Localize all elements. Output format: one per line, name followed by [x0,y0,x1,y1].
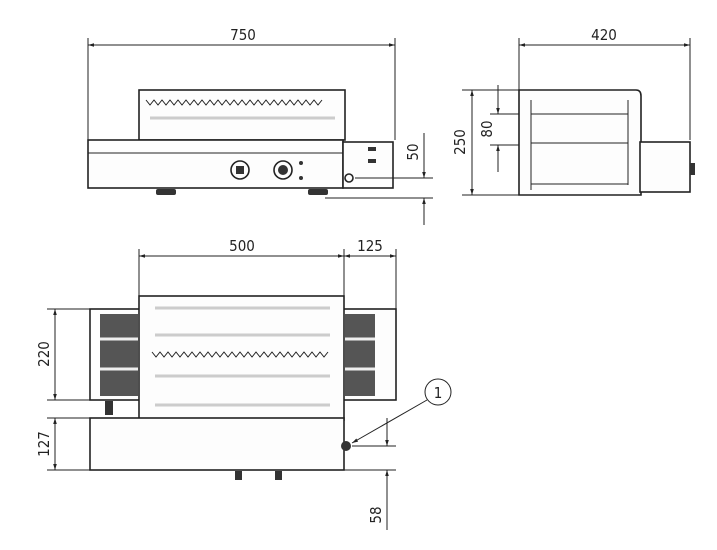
connector [341,441,351,451]
side-view: 420 250 80 [451,26,695,196]
base-unit [87,139,344,189]
dimension-220: 220 [35,341,53,367]
dimension-750: 750 [230,26,256,44]
foot [156,189,176,195]
top-view: 500 125 220 127 58 1 [35,237,452,530]
dimension-500: 500 [229,237,255,255]
top-base [89,417,345,471]
dimension-250: 250 [451,129,469,155]
vent-slots [145,99,323,106]
dimension-58: 58 [367,506,385,523]
dimension-80: 80 [478,120,496,137]
vent-slots [151,351,329,358]
dimension-50: 50 [404,143,422,160]
dimension-125: 125 [357,237,383,255]
side-motor-box [639,141,691,193]
top-body [138,295,345,421]
dimension-420: 420 [591,26,617,44]
callout-circle [424,378,452,406]
foot [308,189,328,195]
dimension-127: 127 [35,431,53,457]
callout-number: 1 [434,384,443,402]
front-view: 750 50 [87,26,433,225]
callout-leader [351,399,428,444]
top-hood [138,89,346,141]
